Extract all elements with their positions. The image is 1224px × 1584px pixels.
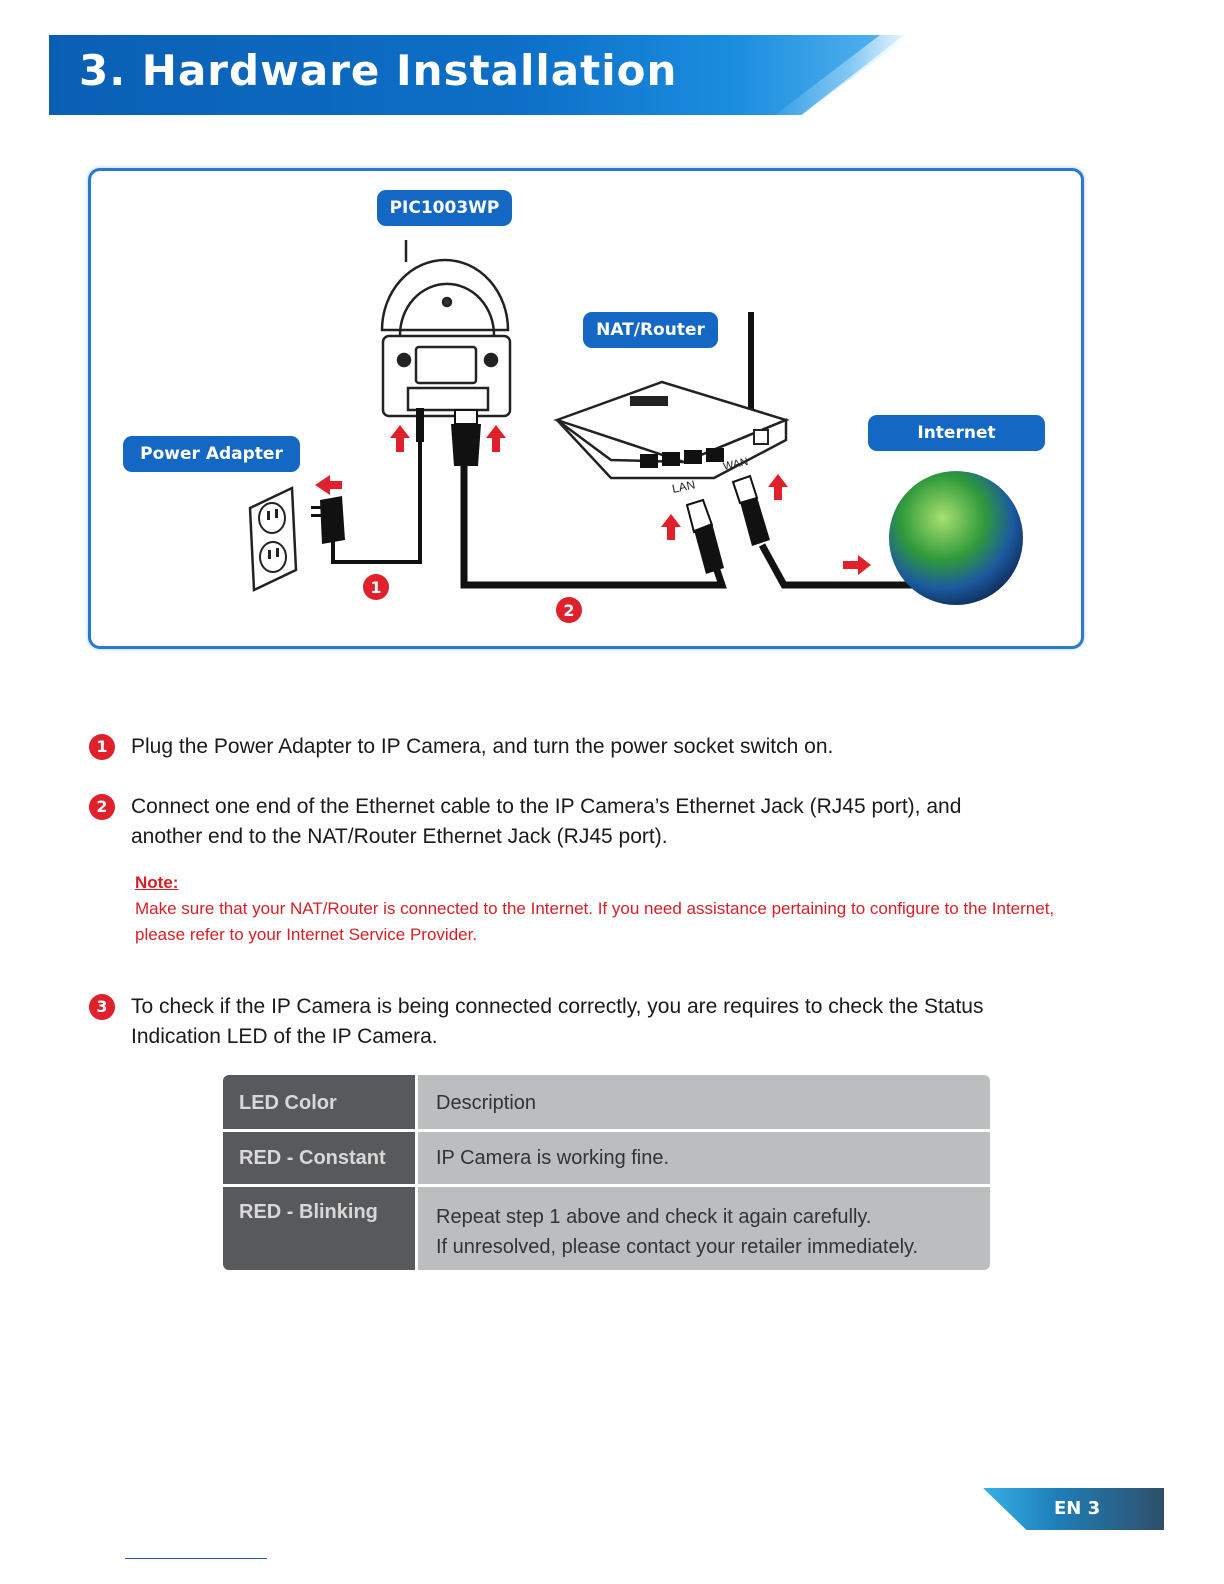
description-line: Repeat step 1 above and check it again c… — [436, 1202, 990, 1232]
diagram-illustration: LAN WAN 1 2 — [0, 0, 1224, 700]
step-text: Connect one end of the Ethernet cable to… — [131, 792, 1011, 852]
power-outlet-icon — [250, 488, 296, 590]
diagram-step-markers: 1 2 — [363, 574, 582, 623]
description-cell: IP Camera is working fine. — [418, 1132, 990, 1184]
header-led-color: LED Color — [223, 1075, 415, 1129]
led-color-cell: RED - Constant — [223, 1132, 415, 1184]
header-description: Description — [418, 1075, 990, 1129]
step-badge: 1 — [89, 734, 115, 760]
internet-label: Internet — [868, 415, 1045, 451]
power-adapter-label: Power Adapter — [123, 436, 300, 472]
lan-plug-icon — [687, 500, 724, 574]
table-row: RED - Constant IP Camera is working fine… — [223, 1132, 990, 1184]
table-row: RED - Blinking Repeat step 1 above and c… — [223, 1187, 990, 1270]
globe-icon — [889, 471, 1023, 605]
ip-camera-icon — [382, 240, 510, 416]
note-title: Note: — [135, 870, 1095, 896]
step-badge: 3 — [89, 994, 115, 1020]
step-badge: 2 — [89, 794, 115, 820]
led-color-cell: RED - Blinking — [223, 1187, 415, 1270]
diagram-step-1: 1 — [370, 578, 381, 597]
camera-label: PIC1003WP — [377, 190, 512, 226]
description-line: If unresolved, please contact your retai… — [436, 1232, 990, 1262]
note-body: Make sure that your NAT/Router is connec… — [135, 896, 1095, 948]
step-text: To check if the IP Camera is being conne… — [131, 992, 1041, 1052]
diagram-step-2: 2 — [563, 601, 574, 620]
page-number: EN 3 — [1054, 1498, 1100, 1519]
wan-plug-icon — [733, 476, 770, 546]
ethernet-plug-icon — [451, 410, 481, 466]
note-block: Note: Make sure that your NAT/Router is … — [135, 870, 1095, 948]
router-label: NAT/Router — [583, 312, 718, 348]
step-text: Plug the Power Adapter to IP Camera, and… — [131, 732, 1091, 762]
lan-port-label: LAN — [671, 477, 697, 496]
led-status-table: LED Color Description RED - Constant IP … — [223, 1075, 990, 1270]
description-cell: Repeat step 1 above and check it again c… — [418, 1187, 990, 1270]
footer-divider — [125, 1558, 267, 1559]
table-header-row: LED Color Description — [223, 1075, 990, 1129]
